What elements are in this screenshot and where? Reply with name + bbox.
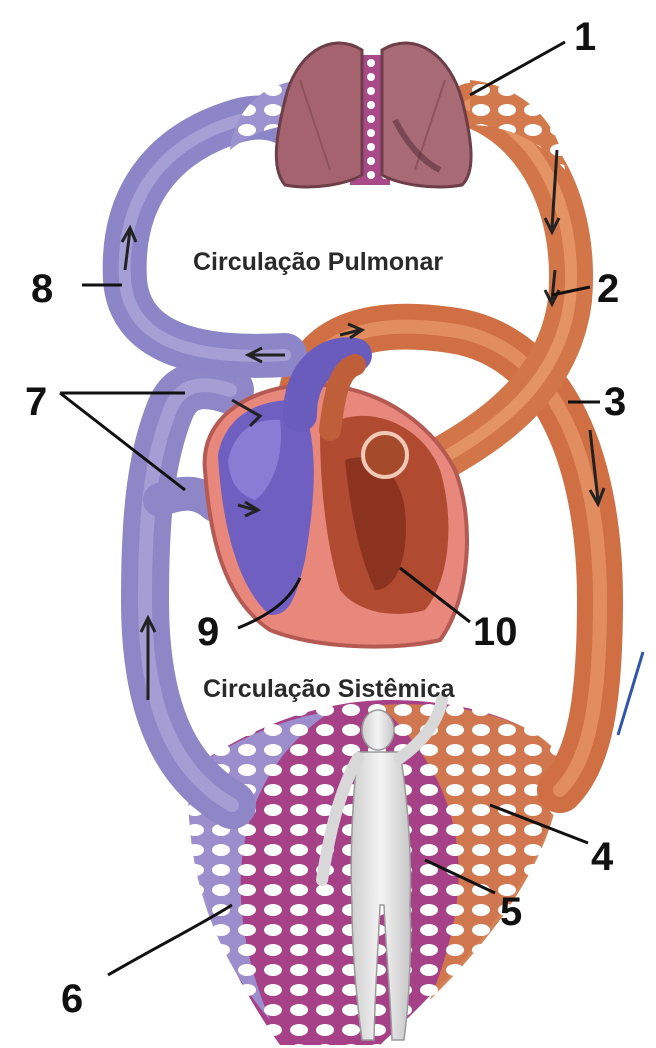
label-4: 4 [591,835,614,879]
label-8: 8 [31,267,53,311]
label-6: 6 [61,977,83,1021]
label-5: 5 [500,890,522,934]
blue-mark [618,652,643,735]
label-9: 9 [197,610,219,654]
pulmonary-vessel-left [125,118,290,356]
label-1: 1 [574,15,596,59]
label-3: 3 [604,380,626,424]
systemic-circulation-title: Circulação Sistêmica [203,675,456,703]
pulmonary-circulation-title: Circulação Pulmonar [193,248,443,276]
label-2: 2 [597,267,619,311]
label-10: 10 [473,610,518,654]
label-7: 7 [25,380,47,424]
